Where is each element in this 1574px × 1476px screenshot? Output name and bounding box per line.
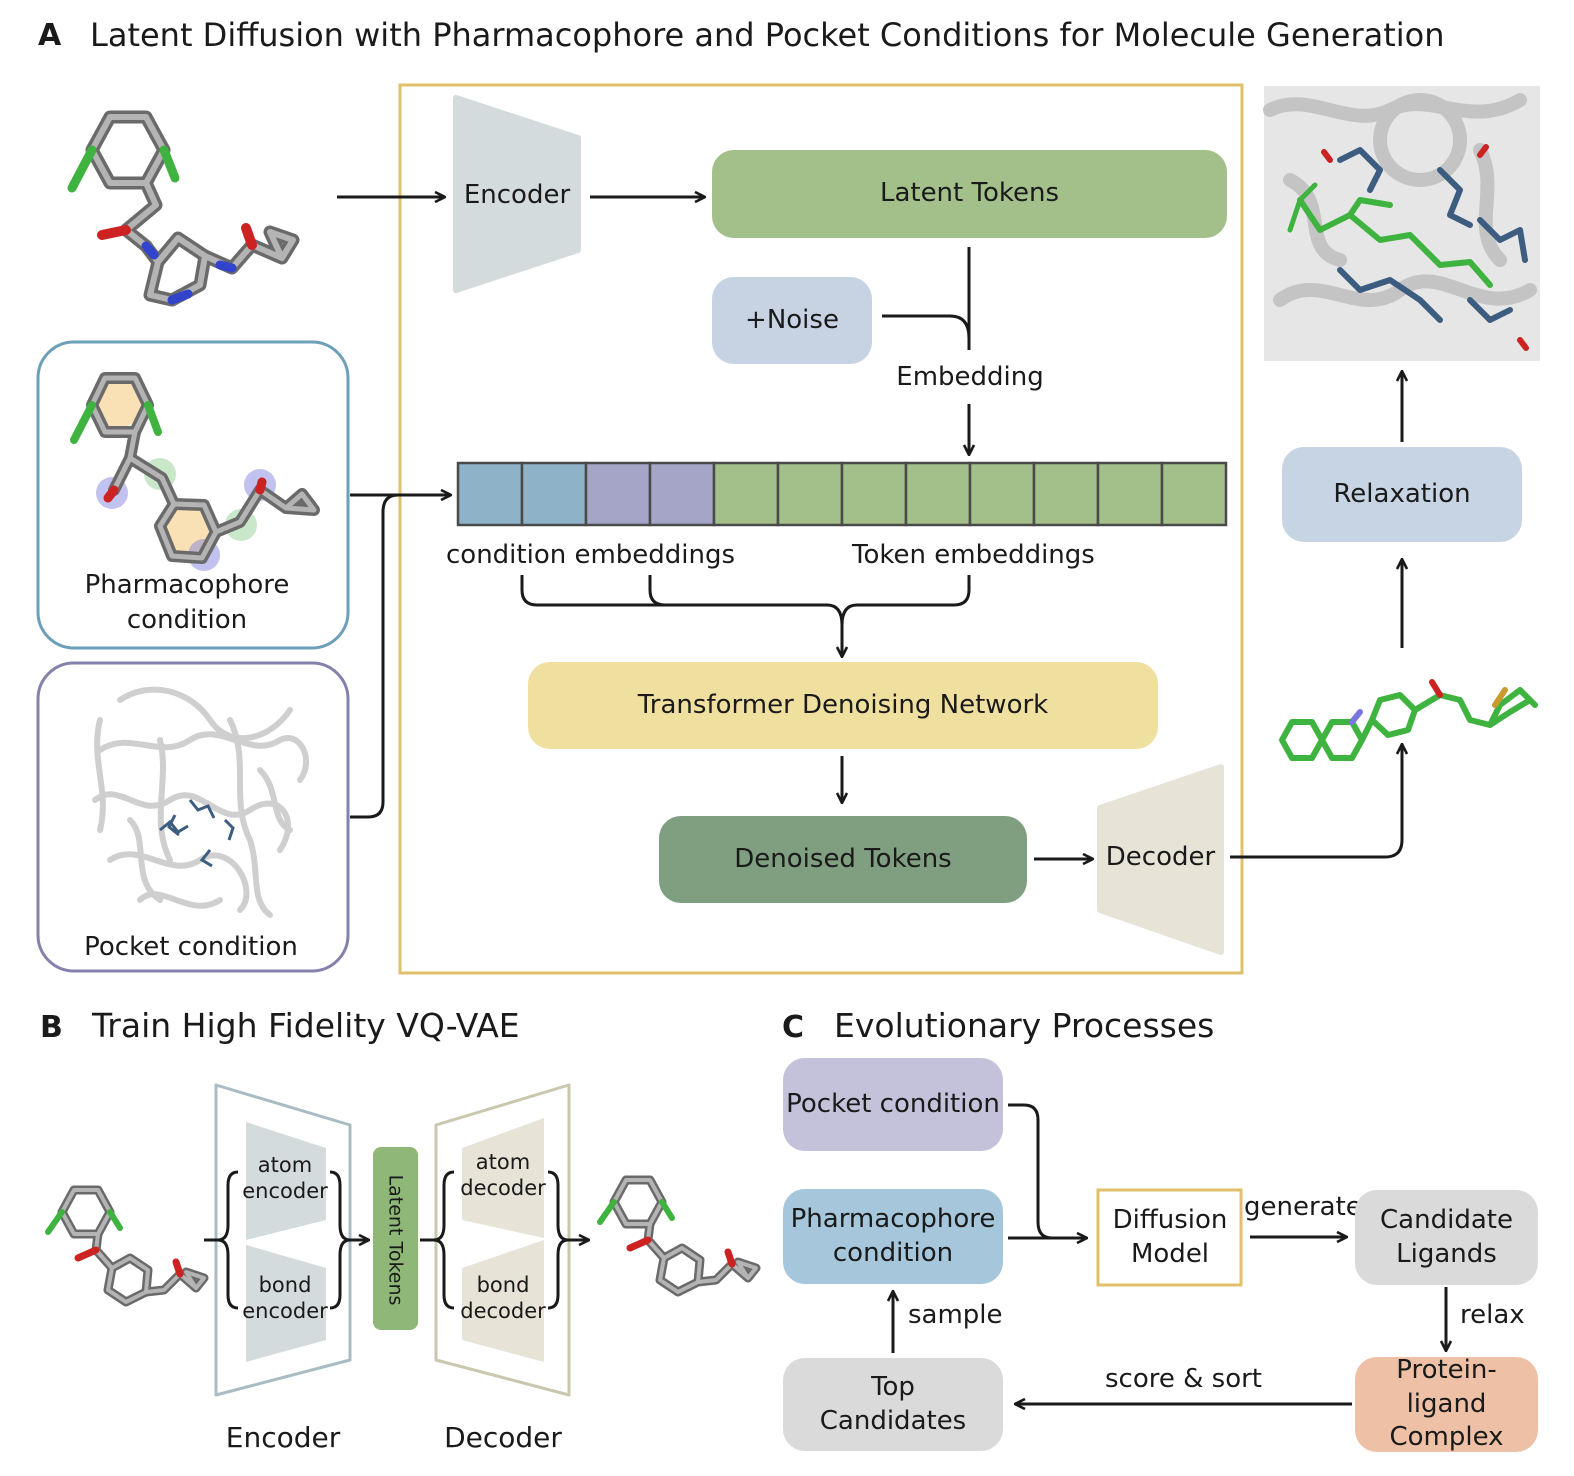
denoised-tokens-box: Denoised Tokens <box>659 816 1027 903</box>
pocket-residues-icon <box>159 799 235 868</box>
pocket-protein-icon <box>92 686 309 918</box>
condition-embeddings-label: condition embeddings <box>446 540 736 570</box>
panel-b-title: Train High Fidelity VQ-VAE <box>92 1006 520 1045</box>
panel-b-letter: B <box>40 1010 63 1045</box>
token-embeddings-label: Token embeddings <box>852 540 1095 570</box>
noise-box: +Noise <box>712 277 872 364</box>
panel-c-title: Evolutionary Processes <box>834 1006 1215 1045</box>
pharmacophore-molecule-icon <box>70 372 320 571</box>
diffusion-frame <box>398 83 1244 975</box>
candidate-ligands-box: Candidate Ligands <box>1355 1190 1538 1285</box>
panel-a-letter: A <box>38 18 62 53</box>
generate-label: generate <box>1244 1192 1362 1222</box>
protein-ligand-complex-box: Protein-ligand Complex <box>1355 1355 1538 1452</box>
vqvae-output-molecule-icon <box>597 1175 761 1297</box>
vqvae-input-molecule-icon <box>45 1185 209 1307</box>
vqvae-decoder-label: Decoder <box>444 1421 562 1455</box>
bond-decoder-label: bond decoder <box>460 1272 546 1323</box>
decoder-label-a: Decoder <box>1105 842 1216 873</box>
pocket-condition-label: Pocket condition <box>84 932 298 963</box>
vqvae-decoder-outline <box>434 1083 571 1397</box>
top-candidates-box: Top Candidates <box>783 1358 1003 1451</box>
sample-label: sample <box>908 1300 1003 1330</box>
encoder-shape-a <box>453 95 581 293</box>
vqvae-encoder-outline <box>214 1083 352 1397</box>
token-embedding-row <box>456 461 1228 527</box>
bond-encoder-label: bond encoder <box>242 1272 328 1323</box>
decoder-shape-a <box>1097 764 1224 955</box>
transformer-denoising-box: Transformer Denoising Network <box>528 662 1158 749</box>
pharmacophore-frame <box>36 340 350 650</box>
panel-c-letter: C <box>782 1010 805 1045</box>
vqvae-latent-bar <box>373 1147 418 1330</box>
generated-molecule-icon <box>1279 679 1538 761</box>
pharmacophore-condition-label: Pharmacophore condition <box>84 569 290 635</box>
encoder-label-a: Encoder <box>463 180 571 211</box>
embedding-label: Embedding <box>896 362 1044 393</box>
relax-label: relax <box>1460 1300 1525 1330</box>
evo-pocket-condition-box: Pocket condition <box>783 1058 1003 1151</box>
vqvae-latent-tokens-label: Latent Tokens <box>384 1174 407 1306</box>
molecule-input-icon <box>67 110 300 307</box>
vqvae-encoder-label: Encoder <box>225 1421 341 1455</box>
relaxation-box: Relaxation <box>1282 447 1522 542</box>
pocket-frame <box>36 661 350 973</box>
protein-ligand-complex-image <box>1263 86 1540 361</box>
diffusion-model-frame <box>1096 1188 1243 1287</box>
atom-decoder-label: atom decoder <box>460 1149 546 1200</box>
evo-pharmacophore-box: Pharmacophore condition <box>783 1189 1003 1284</box>
score-sort-label: score & sort <box>1105 1364 1263 1394</box>
panel-a-title: Latent Diffusion with Pharmacophore and … <box>90 16 1445 54</box>
atom-encoder-label: atom encoder <box>242 1152 328 1203</box>
latent-tokens-box: Latent Tokens <box>712 150 1227 238</box>
diffusion-model-label: Diffusion Model <box>1112 1204 1228 1269</box>
